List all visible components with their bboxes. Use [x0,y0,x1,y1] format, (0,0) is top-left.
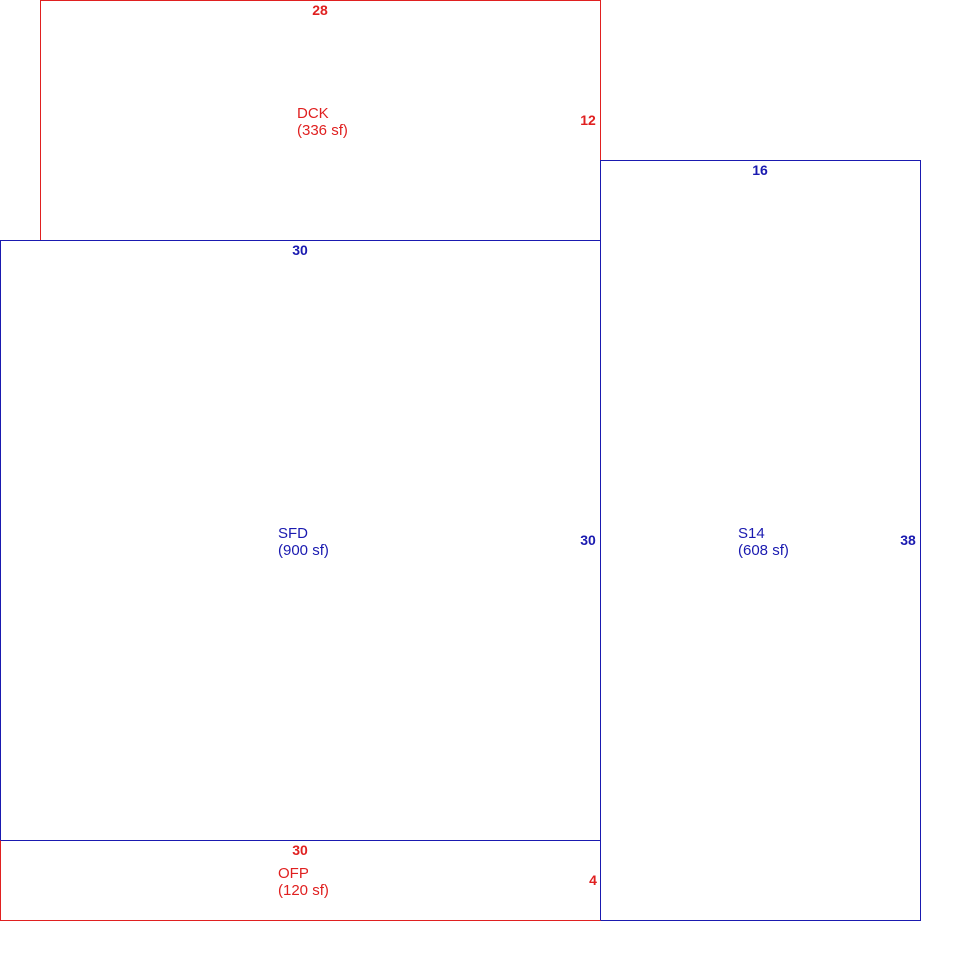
ofp-dim-right: 4 [589,872,597,888]
sfd-dim-right: 30 [580,532,596,548]
dck-dim-top: 28 [312,2,328,18]
ofp-code: OFP [278,865,309,882]
dck-code: DCK [297,105,329,122]
dck-area: (336 sf) [297,122,348,139]
s14-code: S14 [738,525,765,542]
s14-dim-top: 16 [752,162,768,178]
sfd-code: SFD [278,525,308,542]
ofp-dim-top: 30 [292,842,308,858]
sfd-area: (900 sf) [278,542,329,559]
s14-dim-right: 38 [900,532,916,548]
dck-dim-right: 12 [580,112,596,128]
sfd-dim-top: 30 [292,242,308,258]
ofp-area: (120 sf) [278,882,329,899]
s14-area: (608 sf) [738,542,789,559]
